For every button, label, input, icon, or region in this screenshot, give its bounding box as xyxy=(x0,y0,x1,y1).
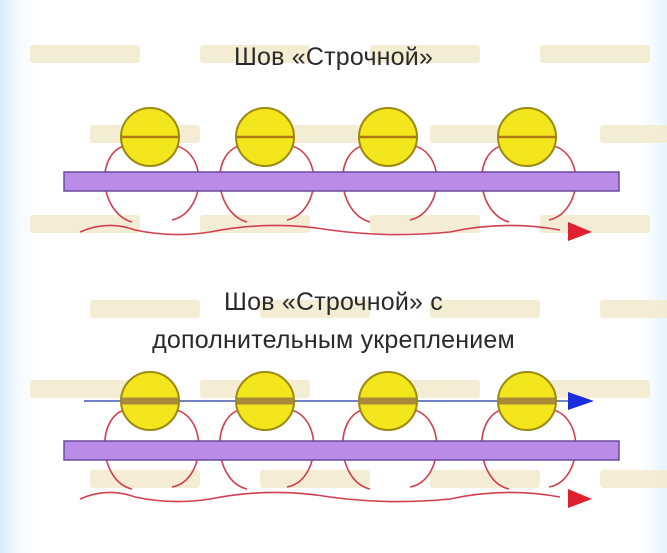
diagram-title-reinforced-line-1: Шов «Строчной» с xyxy=(224,288,443,316)
bead xyxy=(358,371,418,431)
stitch-diagram-2 xyxy=(63,371,620,508)
fabric-bar xyxy=(63,171,620,192)
background-ghost-block xyxy=(260,470,370,488)
blue-arrow-icon xyxy=(568,392,594,410)
background-ghost-block xyxy=(600,300,667,318)
bead xyxy=(120,371,180,431)
bottom-thread xyxy=(79,224,561,236)
background-ghost-block xyxy=(540,380,650,398)
background-ghost-block xyxy=(30,215,140,233)
fabric-bar xyxy=(63,440,620,461)
background-ghost-block xyxy=(600,125,667,143)
bottom-thread xyxy=(79,491,561,503)
bead xyxy=(497,371,557,431)
background-ghost-block xyxy=(90,300,200,318)
bead xyxy=(235,371,295,431)
background-ghost-block xyxy=(540,215,650,233)
background-ghost-block xyxy=(430,300,540,318)
bead xyxy=(497,107,557,167)
red-arrow-icon xyxy=(568,222,592,241)
bead xyxy=(235,107,295,167)
bead xyxy=(358,107,418,167)
background-ghost-block xyxy=(90,470,200,488)
background-ghost-block xyxy=(600,470,667,488)
background-ghost-block xyxy=(200,45,310,63)
background-ghost-block xyxy=(260,300,370,318)
background-ghost-block xyxy=(430,470,540,488)
background-ghost-block xyxy=(370,215,480,233)
background-ghost-block xyxy=(30,380,140,398)
background-ghost-block xyxy=(30,45,140,63)
background-pattern xyxy=(30,45,667,488)
bead xyxy=(120,107,180,167)
background-ghost-block xyxy=(370,45,480,63)
background-ghost-block xyxy=(540,45,650,63)
diagram-title-basic: Шов «Строчной» xyxy=(233,43,434,71)
stitch-diagram-1 xyxy=(63,107,620,241)
red-arrow-icon xyxy=(568,489,592,508)
diagram-title-reinforced-line-2: дополнительным укреплением xyxy=(152,326,515,354)
